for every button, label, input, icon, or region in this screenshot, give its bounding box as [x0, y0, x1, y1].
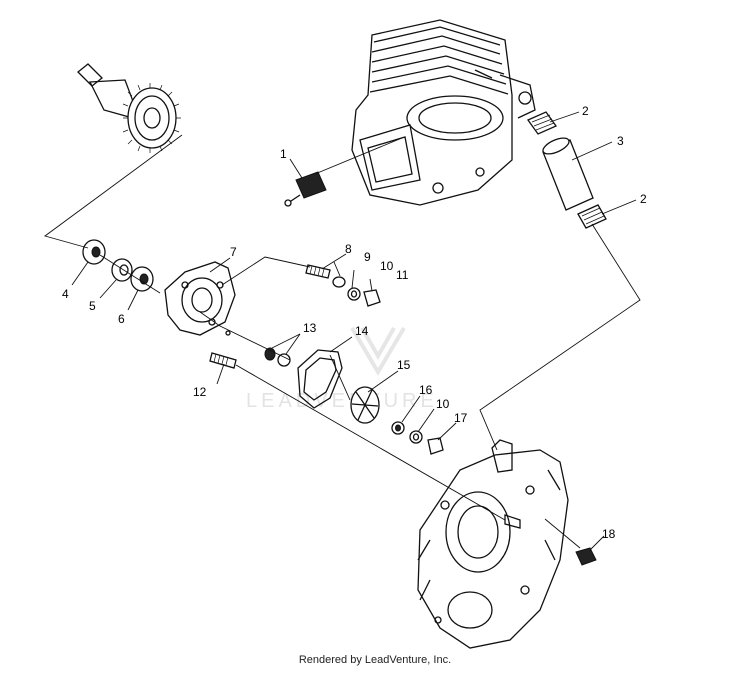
hose-clamp-upper: [527, 111, 557, 135]
washer-9: [332, 276, 346, 288]
callout-15: 15: [397, 358, 411, 372]
callout-leaders: [71, 111, 637, 551]
callout-7: 7: [230, 245, 237, 259]
callout-2-upper: 2: [582, 104, 589, 118]
cylinder-block: [351, 19, 536, 206]
leadventure-watermark: LEADVENTURE: [246, 326, 438, 412]
stud-12: [209, 352, 237, 369]
callout-8: 8: [345, 242, 352, 256]
watermark-text: LEADVENTURE: [246, 390, 438, 412]
assembly-lines: [43, 134, 641, 549]
callout-4: 4: [62, 287, 69, 301]
bearing-6: [130, 266, 154, 292]
nut-11: [363, 289, 381, 307]
callout-18: 18: [602, 527, 616, 541]
bearing-4: [82, 239, 106, 265]
gasket-14: [297, 349, 343, 409]
crankcase: [417, 439, 569, 649]
impeller-15: [350, 386, 380, 424]
callout-6: 6: [118, 312, 125, 326]
bearing-5: [111, 258, 133, 282]
callout-1: 1: [280, 147, 287, 161]
callout-12: 12: [193, 385, 207, 399]
callout-5: 5: [89, 299, 96, 313]
coolant-hose: [542, 137, 594, 211]
callout-2-lower: 2: [640, 192, 647, 206]
nut-17: [427, 437, 444, 455]
callout-14: 14: [355, 324, 369, 338]
callout-10-upper: 10: [380, 259, 394, 273]
seal-13: [264, 347, 291, 367]
callout-9: 9: [364, 250, 371, 264]
washer-10-lower: [409, 430, 423, 444]
callout-10-lower: 10: [436, 397, 450, 411]
callout-16: 16: [419, 383, 433, 397]
callout-numbers: 1 2 3 2 4 5 6 7 8 9 10 11 12 13 14 15 16…: [62, 104, 647, 541]
seal-16: [391, 421, 405, 435]
hose-clamp-lower: [577, 204, 607, 229]
callout-3: 3: [617, 134, 624, 148]
water-pump-cover: [164, 261, 236, 336]
washer-10-upper: [347, 287, 361, 301]
footer-credit: Rendered by LeadVenture, Inc.: [298, 654, 452, 666]
nut-18: [575, 547, 597, 566]
callout-11: 11: [396, 268, 409, 282]
drive-gear-shaft: [77, 63, 181, 153]
callout-13: 13: [303, 321, 317, 335]
callout-17: 17: [454, 411, 468, 425]
temperature-sensor: [284, 171, 327, 207]
